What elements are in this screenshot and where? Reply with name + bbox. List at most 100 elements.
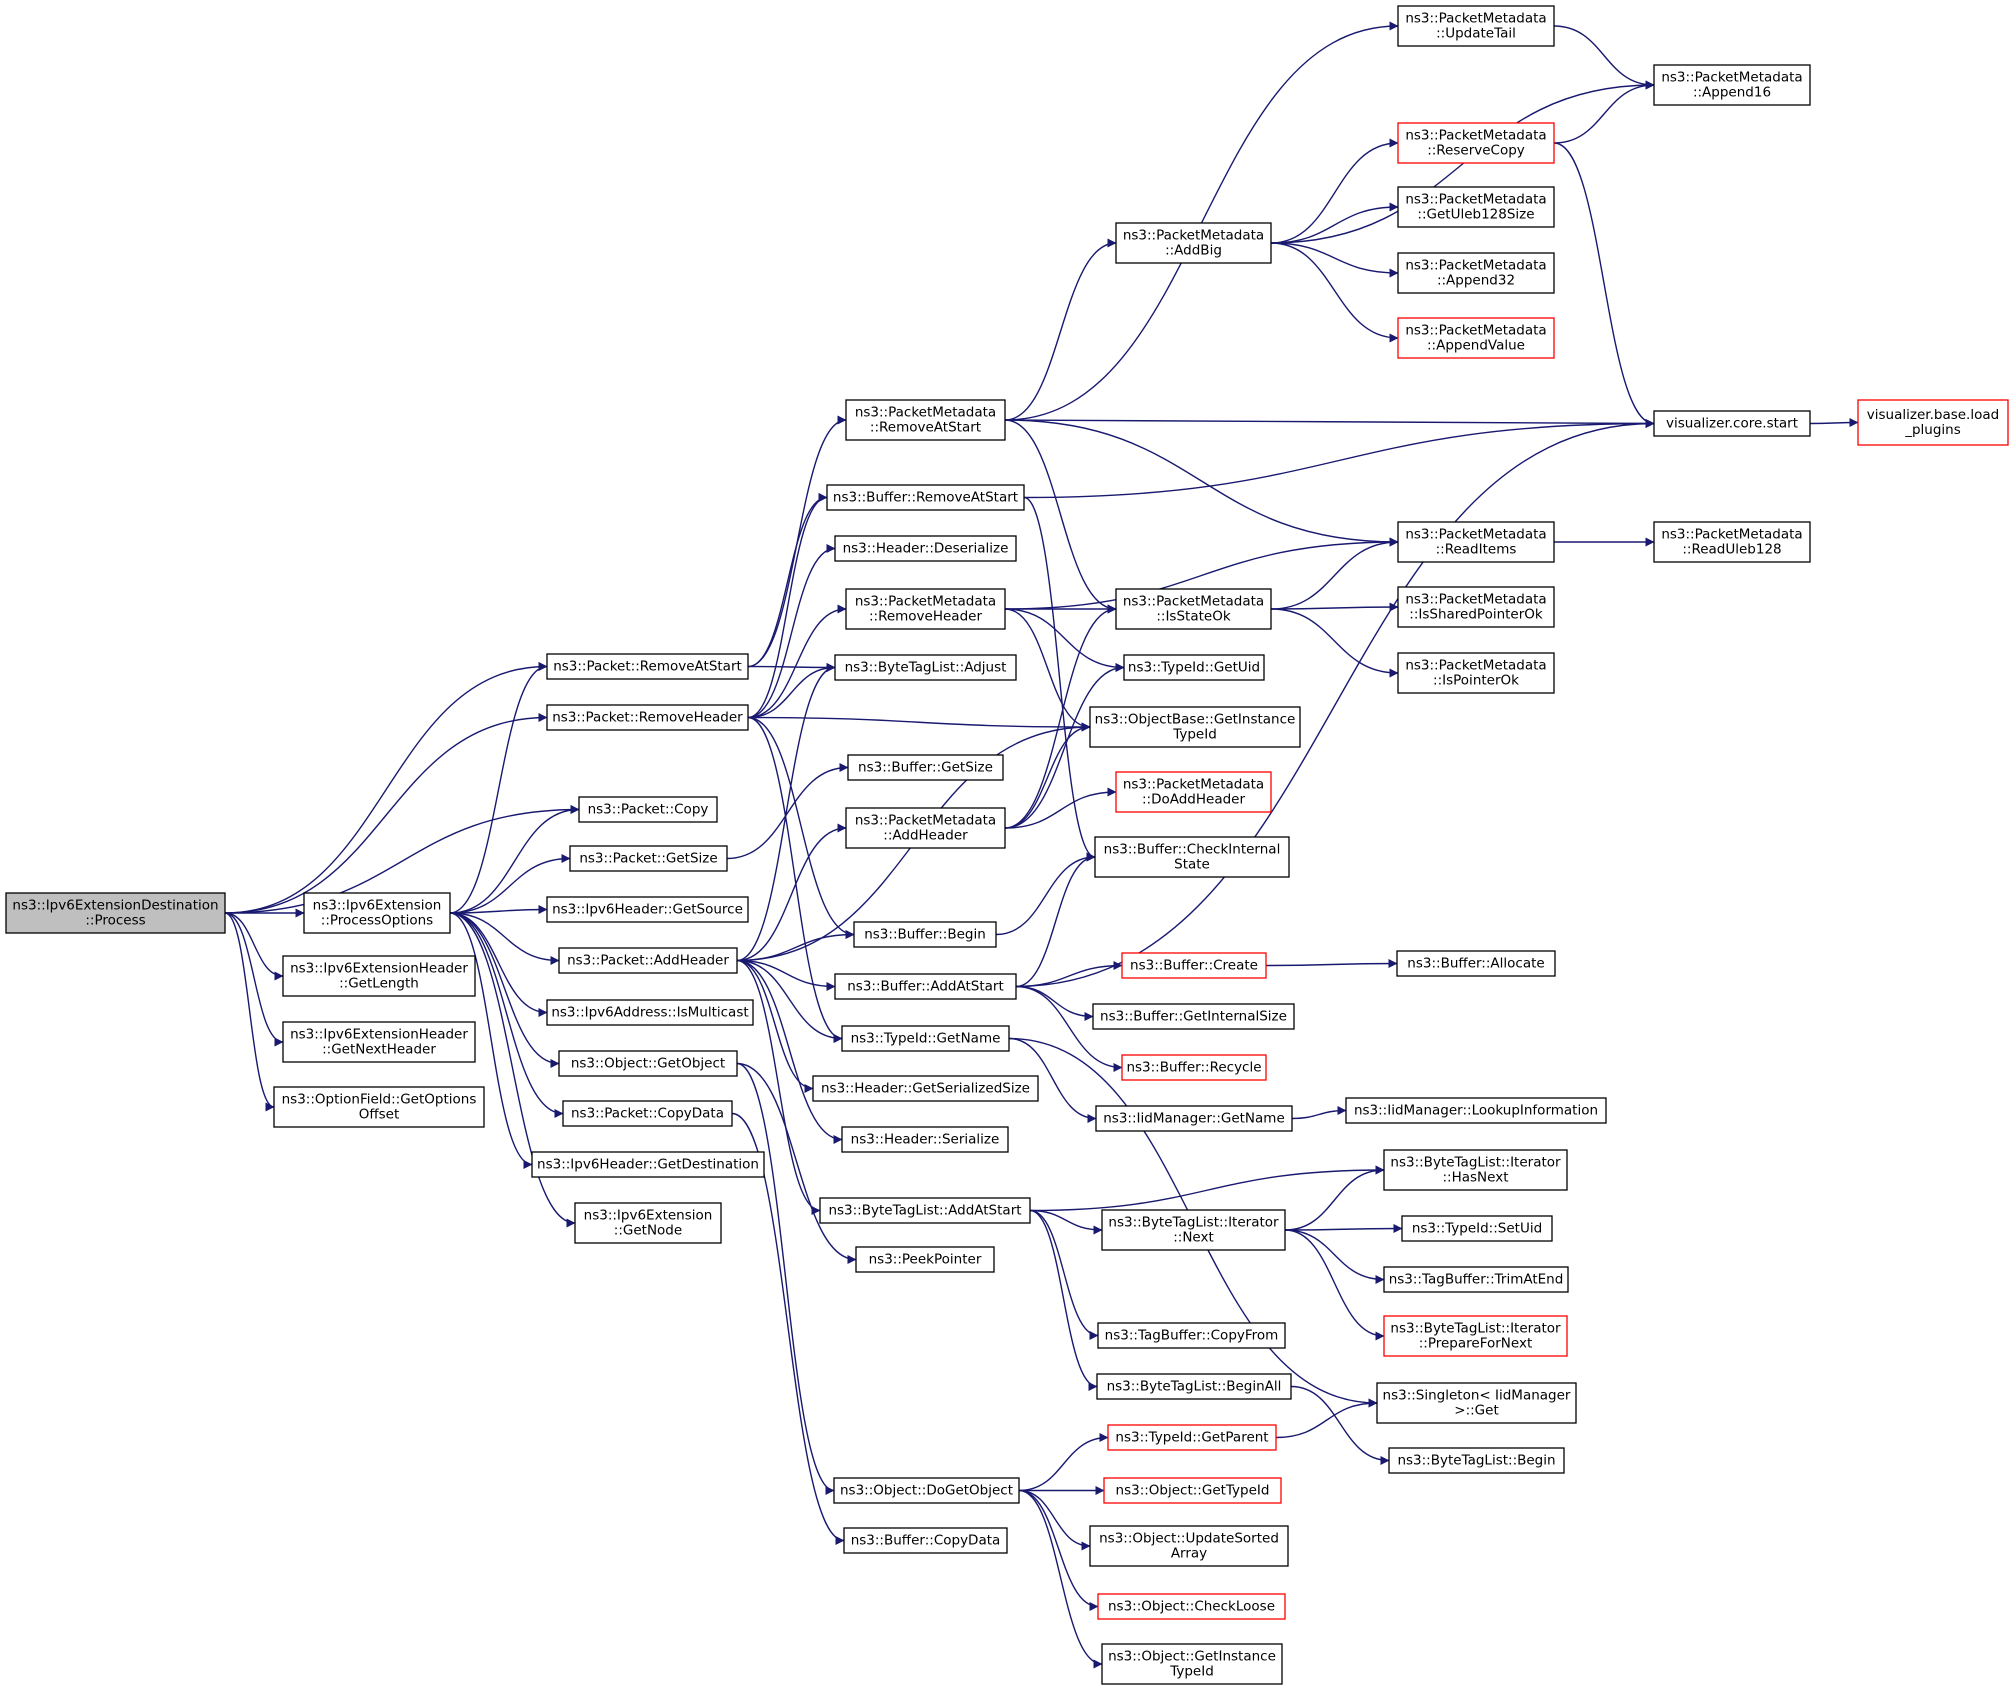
node-root[interactable]: ns3::Ipv6ExtensionDestination::Process [5, 892, 226, 934]
node-box [558, 1050, 738, 1077]
node-buffer-copy-data[interactable]: ns3::Buffer::CopyData [843, 1527, 1008, 1554]
call-edge-packet-copy-data-to-buffer-copy-data [731, 1112, 845, 1545]
node-box [1383, 1266, 1569, 1293]
node-box [1345, 1097, 1607, 1124]
node-ipv6-hdr-get-source[interactable]: ns3::Ipv6Header::GetSource [546, 896, 749, 923]
node-ipv6-hdr-get-destination[interactable]: ns3::Ipv6Header::GetDestination [531, 1151, 765, 1178]
node-peek-pointer[interactable]: ns3::PeekPointer [855, 1246, 995, 1273]
node-buffer-create[interactable]: ns3::Buffer::Create [1121, 952, 1267, 979]
node-ext-hdr-get-next-header[interactable]: ns3::Ipv6ExtensionHeader::GetNextHeader [282, 1021, 476, 1063]
call-edge-root-to-ext-hdr-get-length [224, 912, 284, 981]
node-label: ns3::Ipv6Header::GetDestination [537, 1157, 759, 1173]
node-ext-hdr-get-length[interactable]: ns3::Ipv6ExtensionHeader::GetLength [282, 955, 476, 997]
call-edge-buffer-add-at-start-to-buffer-create [1015, 961, 1123, 988]
node-label: ns3::Packet::GetSize [579, 851, 717, 867]
node-object-do-get-object[interactable]: ns3::Object::DoGetObject [833, 1477, 1020, 1504]
node-iid-manager-lookup-information[interactable]: ns3::IidManager::LookupInformation [1345, 1097, 1607, 1124]
node-byte-tag-list-iterator-prepare-for-next[interactable]: ns3::ByteTagList::Iterator::PrepareForNe… [1383, 1315, 1568, 1357]
node-pm-remove-header[interactable]: ns3::PacketMetadata::RemoveHeader [845, 588, 1006, 630]
node-singleton-iid-manager-get[interactable]: ns3::Singleton< IidManager>::Get [1376, 1382, 1577, 1424]
node-label: visualizer.core.start [1666, 416, 1798, 432]
call-edge-object-do-get-object-to-object-update-sorted-array [1018, 1489, 1091, 1551]
node-byte-tag-list-begin-all[interactable]: ns3::ByteTagList::BeginAll [1096, 1373, 1292, 1400]
node-packet-copy[interactable]: ns3::Packet::Copy [578, 796, 718, 823]
node-pm-is-state-ok[interactable]: ns3::PacketMetadata::IsStateOk [1115, 588, 1272, 630]
node-ipv6-addr-is-multicast[interactable]: ns3::Ipv6Address::IsMulticast [546, 999, 754, 1026]
node-type-id-get-name[interactable]: ns3::TypeId::GetName [841, 1025, 1010, 1052]
node-packet-get-size[interactable]: ns3::Packet::GetSize [569, 845, 728, 872]
node-label: Offset [359, 1107, 400, 1123]
node-pm-is-pointer-ok[interactable]: ns3::PacketMetadata::IsPointerOk [1397, 652, 1555, 694]
call-edge-process-options-to-packet-copy [449, 805, 580, 914]
node-box [1397, 521, 1555, 563]
node-iid-manager-get-name[interactable]: ns3::IidManager::GetName [1095, 1105, 1293, 1132]
node-type-id-set-uid[interactable]: ns3::TypeId::SetUid [1401, 1215, 1553, 1242]
node-box [5, 892, 226, 934]
node-buffer-remove-at-start[interactable]: ns3::Buffer::RemoveAtStart [826, 484, 1025, 511]
node-tag-buffer-copy-from[interactable]: ns3::TagBuffer::CopyFrom [1097, 1322, 1286, 1349]
node-box [834, 973, 1017, 1000]
node-packet-remove-at-start[interactable]: ns3::Packet::RemoveAtStart [546, 653, 749, 680]
node-type-id-get-uid[interactable]: ns3::TypeId::GetUid [1123, 654, 1265, 681]
node-byte-tag-list-iterator-has-next[interactable]: ns3::ByteTagList::Iterator::HasNext [1383, 1149, 1568, 1191]
node-pm-remove-at-start[interactable]: ns3::PacketMetadata::RemoveAtStart [845, 399, 1006, 441]
node-visualizer-core-start[interactable]: visualizer.core.start [1653, 410, 1811, 437]
node-box [853, 921, 997, 948]
node-buffer-begin[interactable]: ns3::Buffer::Begin [853, 921, 997, 948]
node-buffer-get-internal-size[interactable]: ns3::Buffer::GetInternalSize [1092, 1003, 1295, 1030]
node-packet-copy-data[interactable]: ns3::Packet::CopyData [562, 1100, 733, 1127]
node-pm-read-items[interactable]: ns3::PacketMetadata::ReadItems [1397, 521, 1555, 563]
node-object-get-type-id[interactable]: ns3::Object::GetTypeId [1103, 1477, 1282, 1504]
node-pm-add-header[interactable]: ns3::PacketMetadata::AddHeader [845, 807, 1006, 849]
call-edge-packet-add-header-to-byte-tag-list-add-at-start [736, 959, 821, 1215]
node-byte-tag-list-begin[interactable]: ns3::ByteTagList::Begin [1388, 1447, 1565, 1474]
node-pm-do-add-header[interactable]: ns3::PacketMetadata::DoAddHeader [1115, 771, 1272, 813]
node-object-check-loose[interactable]: ns3::Object::CheckLoose [1097, 1593, 1286, 1620]
call-edge-object-get-object-to-object-do-get-object [736, 1062, 835, 1495]
node-pm-append16[interactable]: ns3::PacketMetadata::Append16 [1653, 64, 1811, 106]
node-label: ns3::PacketMetadata [1661, 527, 1802, 543]
node-label: ns3::PacketMetadata [1405, 323, 1546, 339]
node-packet-add-header[interactable]: ns3::Packet::AddHeader [558, 947, 738, 974]
node-packet-remove-header[interactable]: ns3::Packet::RemoveHeader [546, 704, 749, 731]
node-header-serialize[interactable]: ns3::Header::Serialize [841, 1126, 1009, 1153]
call-edge-root-to-option-field-offset [224, 912, 275, 1112]
node-buffer-allocate[interactable]: ns3::Buffer::Allocate [1396, 950, 1556, 977]
node-pm-read-uleb128[interactable]: ns3::PacketMetadata::ReadUleb128 [1653, 521, 1811, 563]
node-object-get-object[interactable]: ns3::Object::GetObject [558, 1050, 738, 1077]
node-box [1383, 1315, 1568, 1357]
node-box [841, 1126, 1009, 1153]
node-header-get-serialized-size[interactable]: ns3::Header::GetSerializedSize [812, 1075, 1039, 1102]
node-tag-buffer-trim-at-end[interactable]: ns3::TagBuffer::TrimAtEnd [1383, 1266, 1569, 1293]
node-pm-add-big[interactable]: ns3::PacketMetadata::AddBig [1115, 222, 1272, 264]
node-header-deserialize[interactable]: ns3::Header::Deserialize [834, 535, 1017, 562]
node-pm-append32[interactable]: ns3::PacketMetadata::Append32 [1397, 252, 1555, 294]
node-process-options[interactable]: ns3::Ipv6Extension::ProcessOptions [303, 892, 451, 934]
node-visualizer-base-load-plugins[interactable]: visualizer.base.load_plugins [1857, 399, 2009, 446]
call-edge-byte-tag-list-add-at-start-to-byte-tag-list-iterator-has-next [1029, 1165, 1385, 1212]
node-pm-update-tail[interactable]: ns3::PacketMetadata::UpdateTail [1397, 5, 1555, 47]
node-buffer-get-size[interactable]: ns3::Buffer::GetSize [847, 754, 1004, 781]
node-pm-append-value[interactable]: ns3::PacketMetadata::AppendValue [1397, 317, 1555, 359]
node-byte-tag-list-adjust[interactable]: ns3::ByteTagList::Adjust [834, 654, 1017, 681]
node-pm-reserve-copy[interactable]: ns3::PacketMetadata::ReserveCopy [1397, 122, 1555, 164]
node-buffer-recycle[interactable]: ns3::Buffer::Recycle [1121, 1054, 1267, 1081]
node-buffer-add-at-start[interactable]: ns3::Buffer::AddAtStart [834, 973, 1017, 1000]
node-label: ns3::IidManager::LookupInformation [1354, 1103, 1598, 1119]
call-edge-packet-remove-header-to-header-deserialize [747, 544, 836, 719]
node-box [845, 807, 1006, 849]
node-label: ::Append32 [1437, 273, 1515, 289]
node-type-id-get-parent[interactable]: ns3::TypeId::GetParent [1107, 1424, 1277, 1451]
node-pm-get-uleb128-size[interactable]: ns3::PacketMetadata::GetUleb128Size [1397, 186, 1555, 228]
node-byte-tag-list-add-at-start[interactable]: ns3::ByteTagList::AddAtStart [819, 1197, 1031, 1224]
node-pm-is-shared-pointer-ok[interactable]: ns3::PacketMetadata::IsSharedPointerOk [1397, 586, 1555, 628]
call-edge-packet-add-header-to-header-get-serialized-size [736, 959, 814, 1093]
node-byte-tag-list-iterator-next[interactable]: ns3::ByteTagList::Iterator::Next [1101, 1209, 1286, 1251]
node-ipv6-ext-get-node[interactable]: ns3::Ipv6Extension::GetNode [574, 1202, 722, 1244]
call-edge-object-do-get-object-to-object-check-loose [1018, 1489, 1099, 1611]
